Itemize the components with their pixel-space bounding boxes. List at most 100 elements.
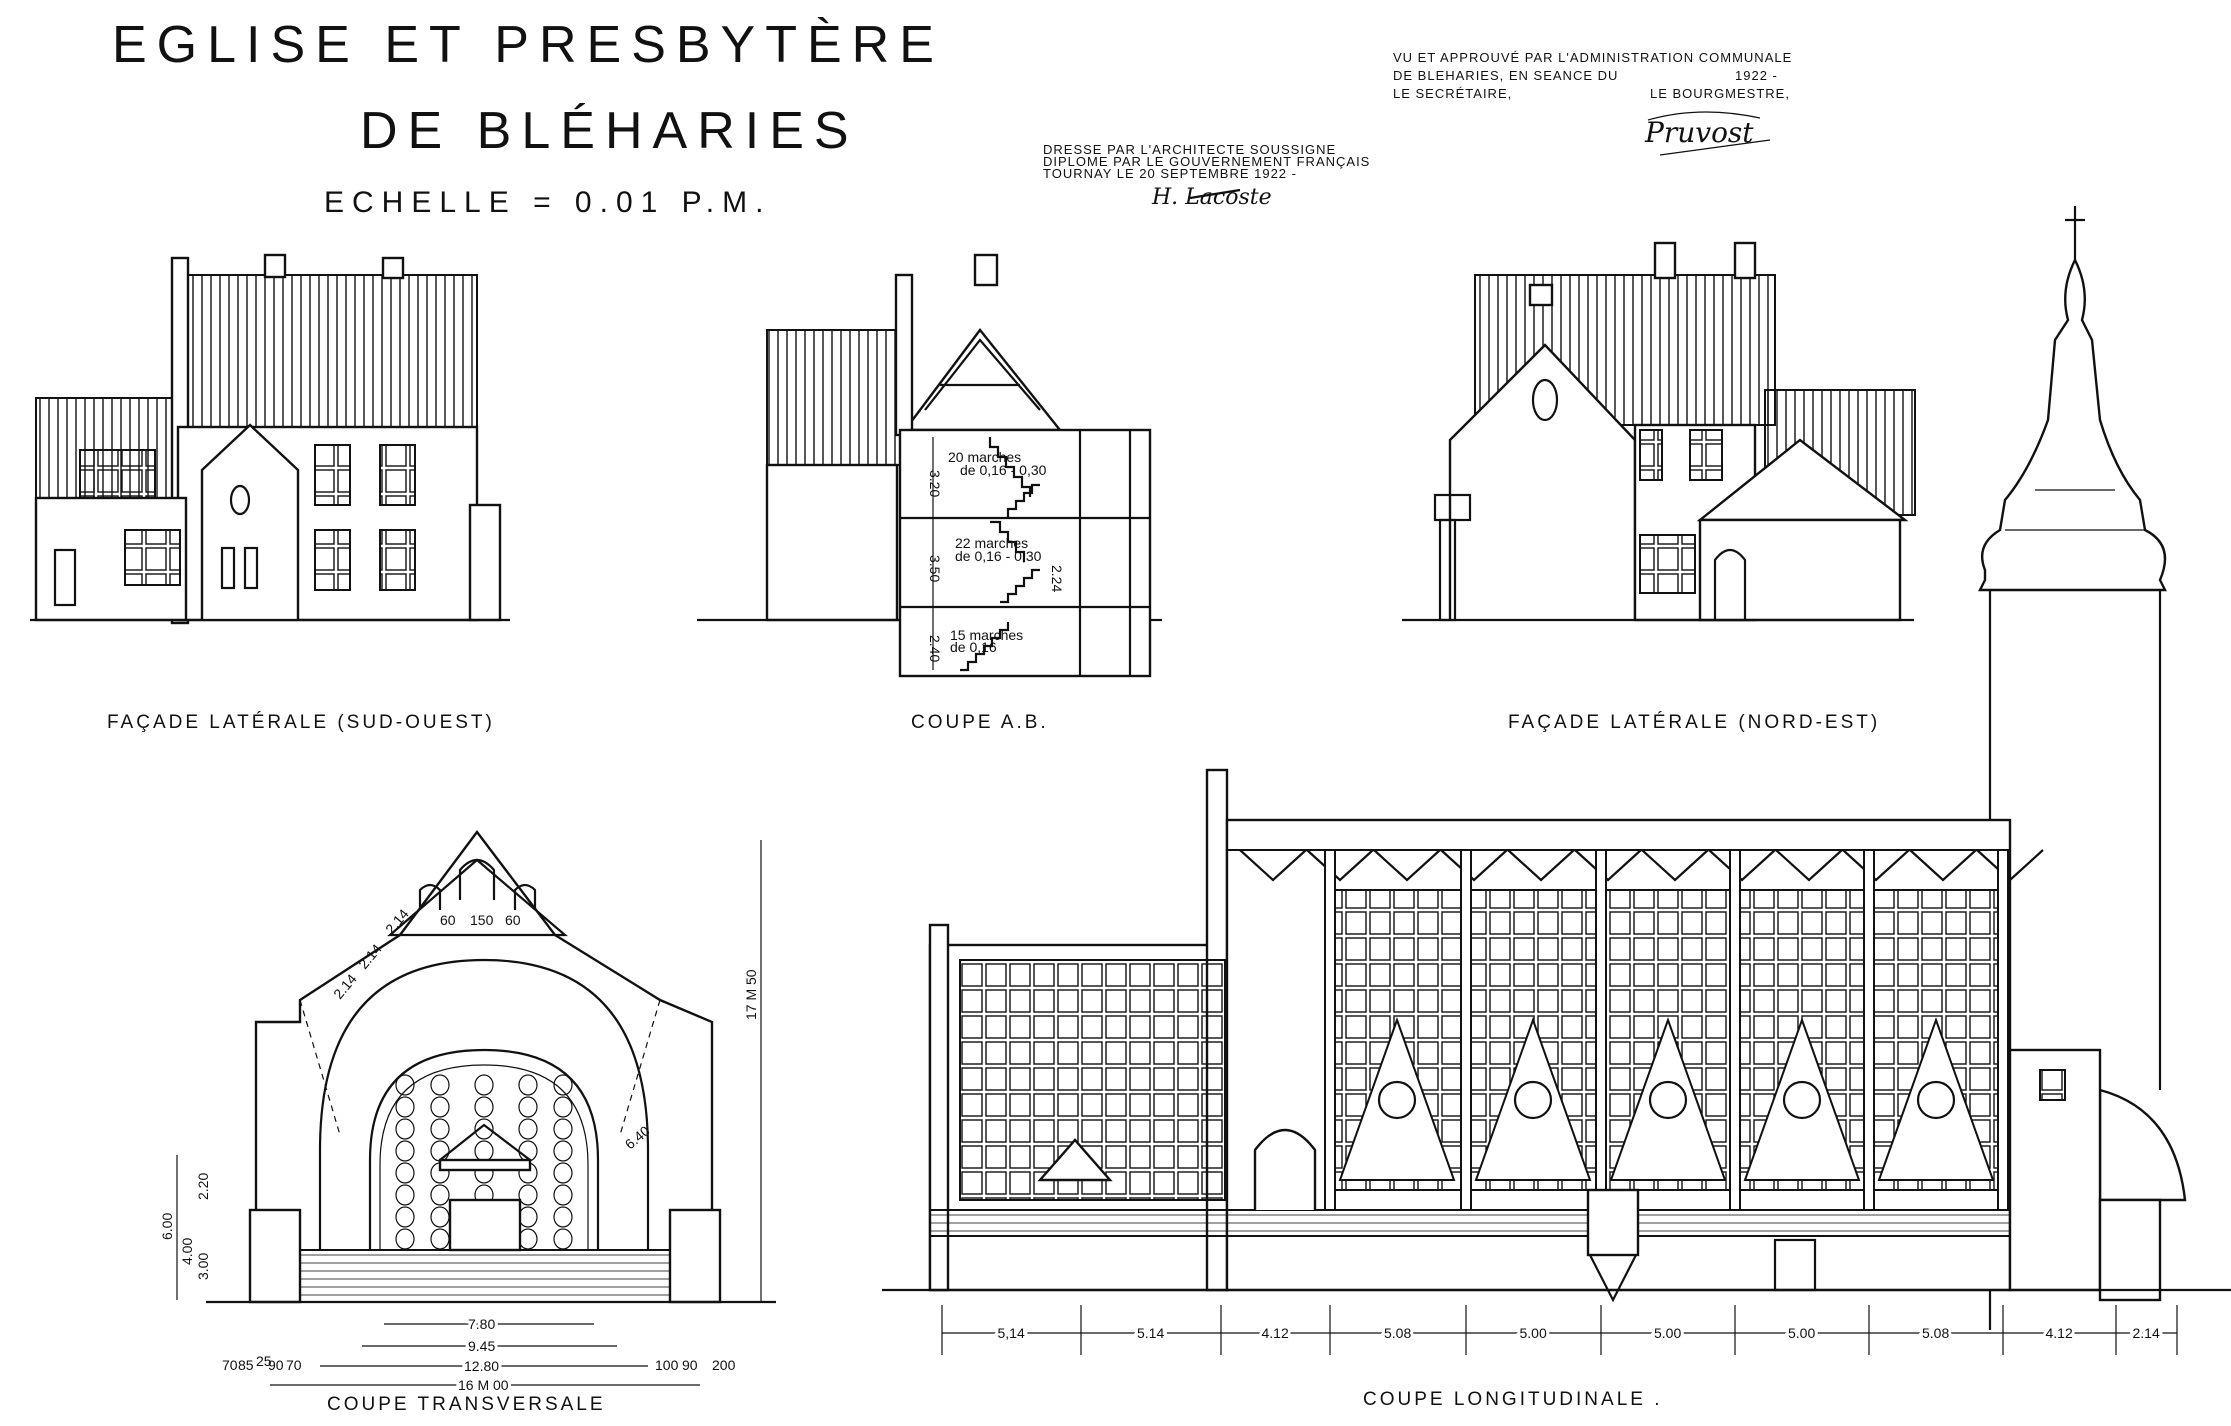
glass-roundel <box>518 1074 538 1096</box>
chandelier <box>438 1158 532 1172</box>
approval-line-2: DE BLEHARIES, EN SEANCE DU <box>1393 68 1618 83</box>
height-dim: 4.00 <box>179 1238 195 1265</box>
bay-dimension-label: 2.14 <box>2133 1325 2160 1341</box>
height-dim: 2.40 <box>927 635 943 662</box>
bay-dimension-label: 5,14 <box>998 1325 1025 1341</box>
glass-roundel <box>395 1162 415 1184</box>
glass-roundel <box>553 1140 573 1162</box>
chimney <box>1528 283 1554 307</box>
truss <box>1976 849 2044 882</box>
truss <box>1574 849 1642 882</box>
column <box>1324 849 1336 1211</box>
chimney <box>1653 241 1677 280</box>
opening-dim: 150 <box>470 912 494 928</box>
bay-dimension-label: 4.12 <box>2046 1325 2073 1341</box>
height-dim: 6.00 <box>159 1213 175 1240</box>
bell-tower <box>1978 206 2187 1330</box>
bay-dimension-label: 5.00 <box>1788 1325 1815 1341</box>
side-dim: 70 <box>222 1357 238 1373</box>
truss <box>1775 849 1843 882</box>
scale-label: ECHELLE = 0.01 P.M. <box>324 186 771 219</box>
glass-roundel <box>474 1074 494 1096</box>
side-dim: 90 <box>682 1357 698 1373</box>
truss <box>1440 849 1508 882</box>
chimney <box>973 253 999 287</box>
side-dims-left: 70 85 25 90 70 <box>222 1353 302 1373</box>
bay-dimension-label: 5.00 <box>1520 1325 1547 1341</box>
stair-note: de 0,16 - 0,30 <box>960 462 1047 478</box>
column <box>1595 849 1607 1211</box>
architect-note: DRESSE PAR L'ARCHITECTE SOUSSIGNE DIPLOM… <box>1043 142 1369 210</box>
width-dim: 16 M 00 <box>458 1377 509 1393</box>
chimney <box>381 256 405 280</box>
title-block: EGLISE ET PRESBYTÈRE DE BLÉHARIES ECHELL… <box>112 16 944 219</box>
bay-dimension-label: 5.08 <box>1384 1325 1411 1341</box>
height-dim: 2.24 <box>1049 565 1065 592</box>
gable <box>200 423 300 620</box>
facade-nord-est: FAÇADE LATÉRALE (NORD-EST) <box>1402 241 1916 733</box>
staircase <box>990 520 1040 604</box>
rose-window <box>1648 1080 1688 1120</box>
total-height-dim: 17 M 50 <box>743 969 759 1020</box>
chimney <box>263 253 287 279</box>
opening-dim: 60 <box>440 912 456 928</box>
truss <box>1373 849 1441 882</box>
glass-roundel <box>518 1096 538 1118</box>
rose-window <box>1782 1080 1822 1120</box>
column <box>1997 849 2009 1211</box>
truss <box>1239 849 1307 882</box>
glass-roundel <box>395 1096 415 1118</box>
glass-roundel <box>395 1140 415 1162</box>
bay-dimension-label: 4.12 <box>1262 1325 1289 1341</box>
height-dim: 3.00 <box>195 1253 211 1280</box>
glass-roundel <box>518 1118 538 1140</box>
glass-roundel <box>553 1184 573 1206</box>
truss <box>1909 849 1977 882</box>
glass-roundel <box>395 1074 415 1096</box>
side-dims-right: 100 90 200 <box>655 1357 736 1373</box>
stair-note: de 0,16 - 0,30 <box>955 548 1042 564</box>
tracery-arch <box>1743 1017 1861 1181</box>
staircase <box>988 437 1040 517</box>
arched-door <box>1253 1128 1317 1210</box>
truss <box>1842 849 1910 882</box>
pulpit <box>1586 1188 1640 1257</box>
glass-roundel <box>430 1096 450 1118</box>
approval-line-1: VU ET APPROUVÉ PAR L'ADMINISTRATION COMM… <box>1393 50 1792 65</box>
column <box>1863 849 1875 1211</box>
side-dim: 70 <box>286 1357 302 1373</box>
glass-roundel <box>430 1118 450 1140</box>
glass-roundel <box>553 1096 573 1118</box>
secretary-label: LE SECRÉTAIRE, <box>1393 86 1512 101</box>
side-dim: 100 <box>655 1357 679 1373</box>
stair-note: 20 marches <box>948 449 1021 465</box>
glass-roundel <box>474 1118 494 1140</box>
bay-dimension-label: 5.00 <box>1654 1325 1681 1341</box>
mayor-signature: Pruvost <box>1644 116 1754 149</box>
stair-note: 22 marches <box>955 535 1028 551</box>
mayor-label: LE BOURGMESTRE, <box>1650 86 1790 101</box>
tracery-arch <box>1877 1017 1995 1181</box>
truss <box>1708 849 1776 882</box>
width-dim: 9.45 <box>468 1338 495 1354</box>
glass-roundel <box>395 1206 415 1228</box>
rose-window <box>1916 1080 1956 1120</box>
width-dim: 7.80 <box>468 1316 495 1332</box>
glass-roundel <box>553 1162 573 1184</box>
title-line-1: EGLISE ET PRESBYTÈRE <box>112 16 944 74</box>
height-dim: 3.50 <box>927 555 943 582</box>
glass-roundel <box>395 1118 415 1140</box>
truss <box>1507 849 1575 882</box>
rose-window <box>1377 1080 1417 1120</box>
staircase <box>960 622 1010 672</box>
coupe-transversale: 17 M 50 6.00 4.00 3.00 2.20 6.40 2.14 2.… <box>159 830 776 1415</box>
coupe-transversale-label: COUPE TRANSVERSALE <box>327 1394 606 1415</box>
side-dim: 200 <box>712 1357 736 1373</box>
column <box>1729 849 1741 1211</box>
glass-roundel <box>553 1206 573 1228</box>
facade-sud-ouest-label: FAÇADE LATÉRALE (SUD-OUEST) <box>107 712 495 733</box>
glass-roundel <box>474 1096 494 1118</box>
glass-roundel <box>430 1184 450 1206</box>
communion-rail <box>299 1249 671 1303</box>
height-dim: 3.20 <box>927 470 943 497</box>
